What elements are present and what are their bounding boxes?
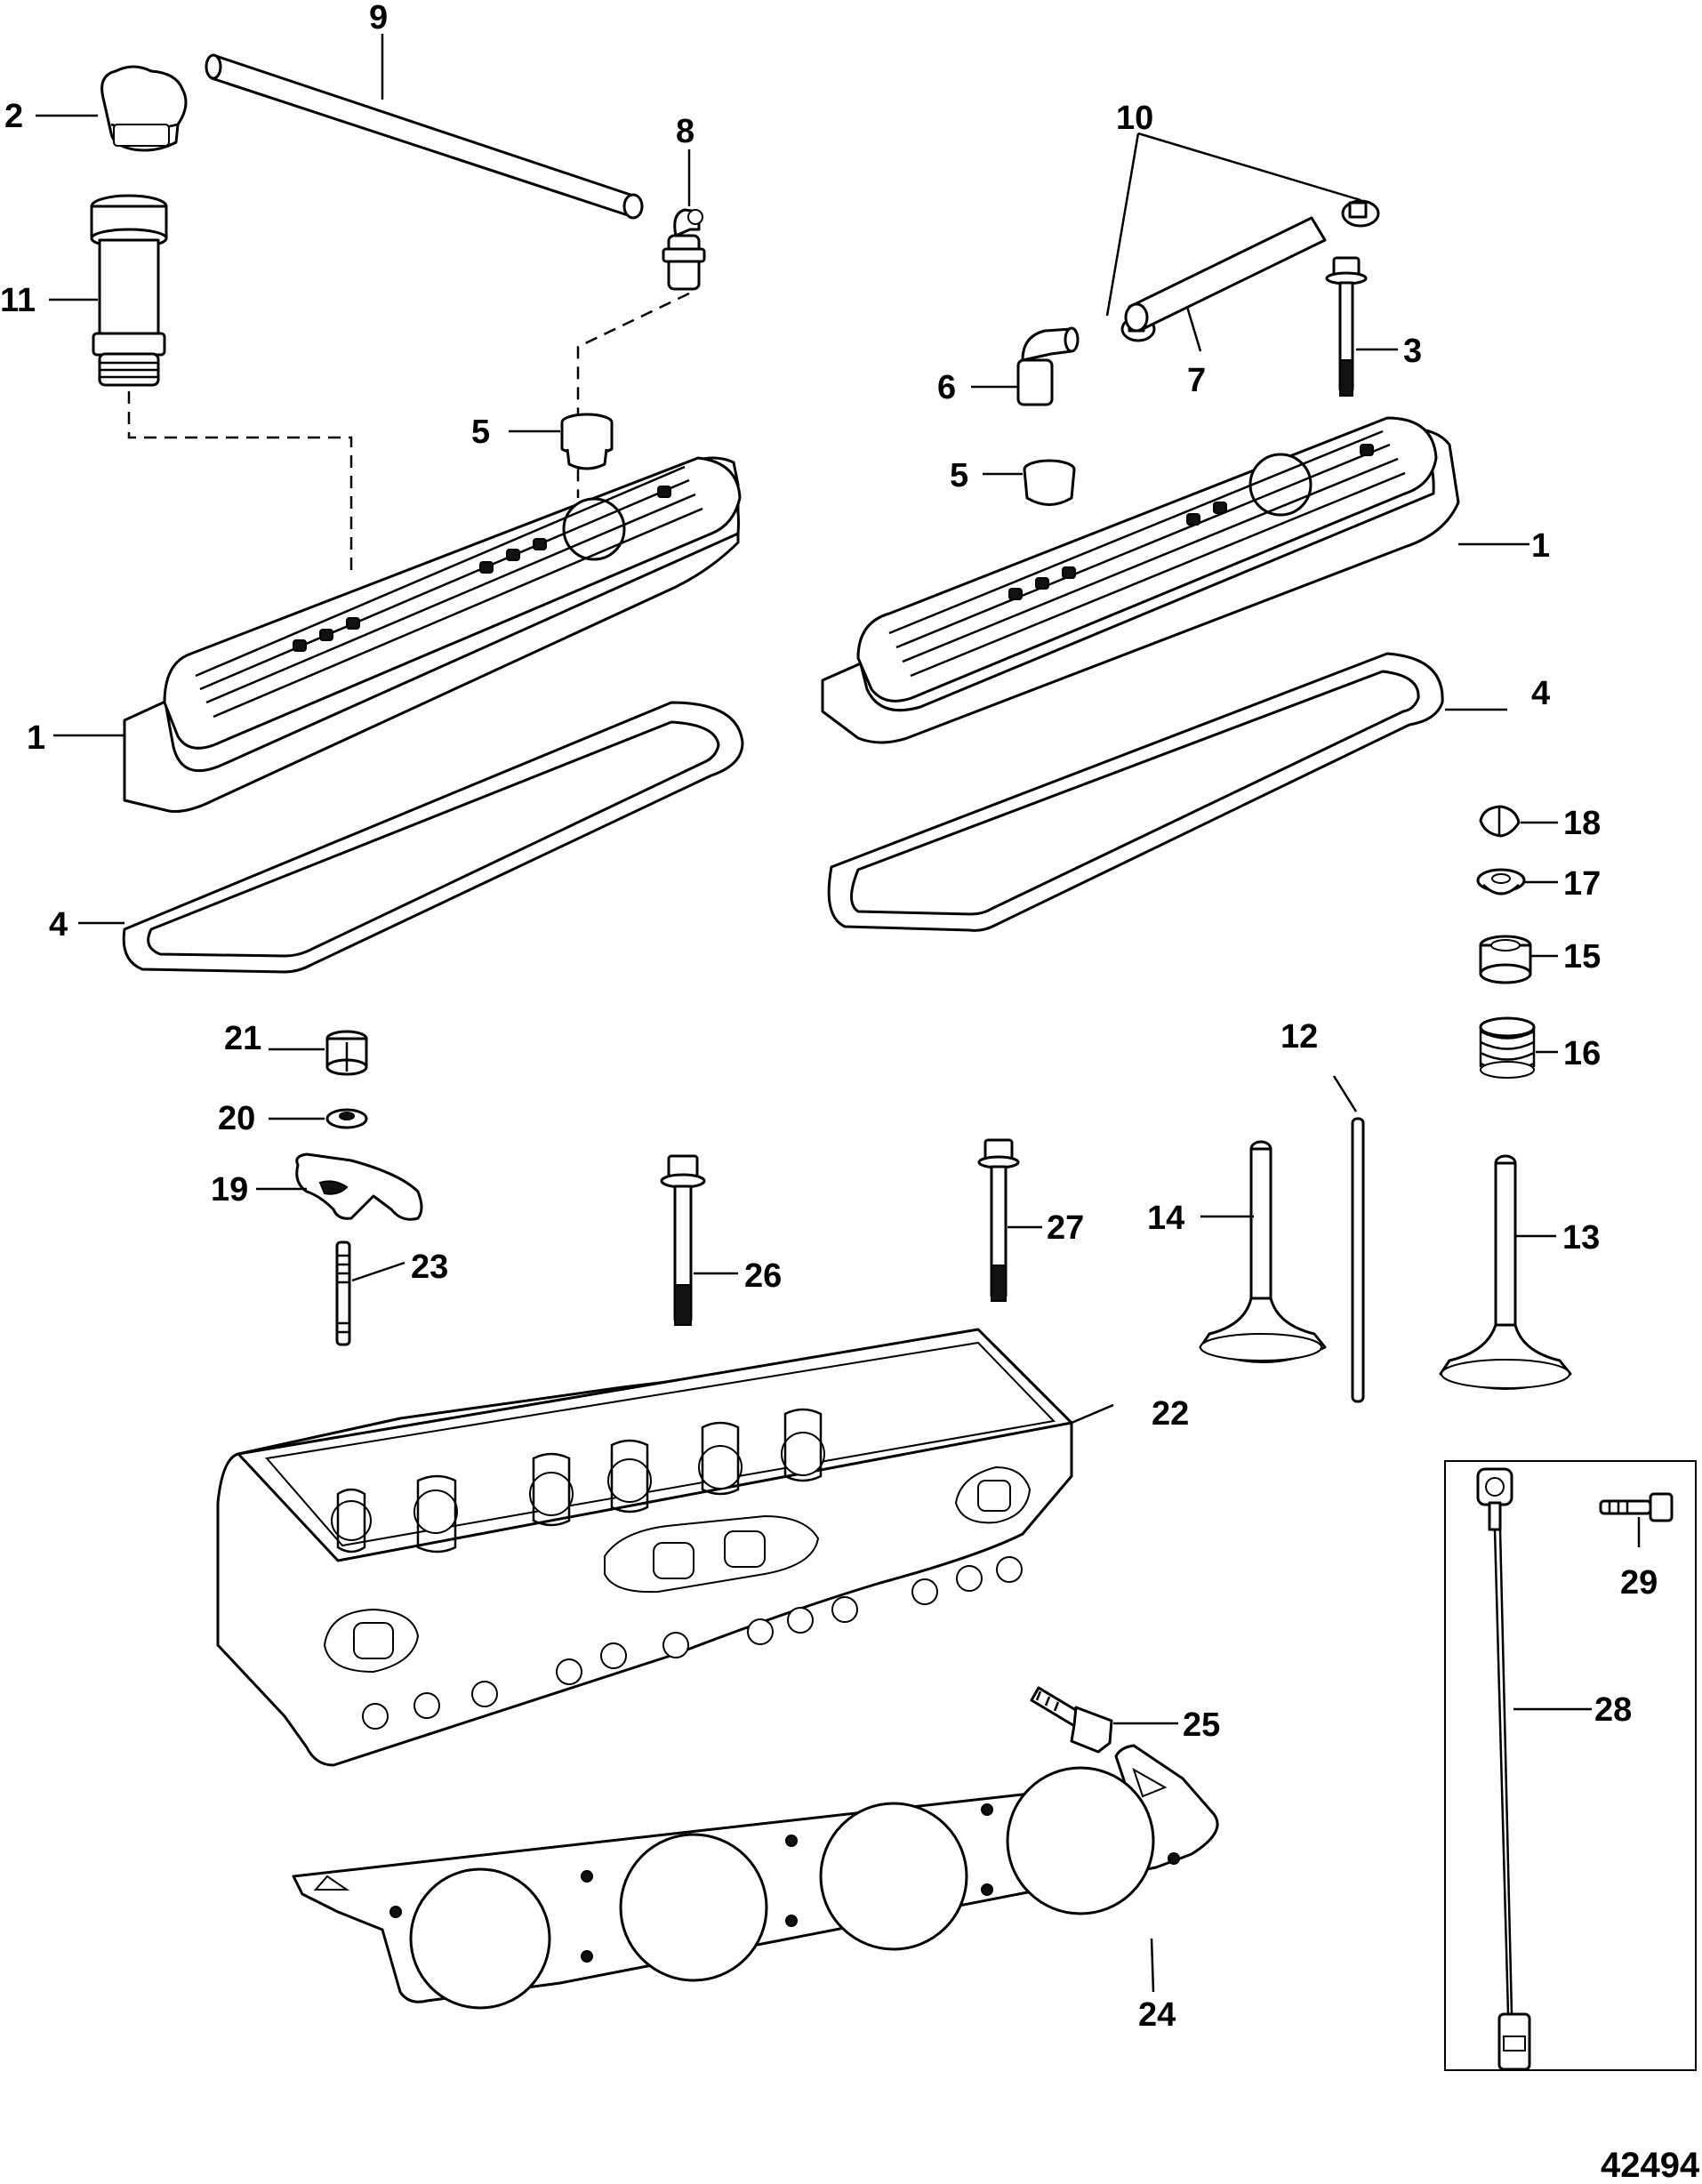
part-ball-20 (325, 1108, 368, 1129)
callout-5a: 5 (471, 414, 490, 451)
callout-21: 21 (224, 1020, 261, 1057)
part-filler-tube-11 (90, 194, 168, 387)
part-hose-7 (1124, 216, 1327, 333)
part-filler-cap-2 (100, 65, 188, 152)
callout-3: 3 (1403, 333, 1422, 370)
part-rocker-arm-19 (295, 1152, 423, 1221)
part-pcv-elbow-8 (662, 208, 706, 291)
callout-12: 12 (1281, 1018, 1318, 1056)
callout-7: 7 (1187, 362, 1206, 399)
callout-18: 18 (1563, 805, 1601, 842)
callout-29: 29 (1620, 1564, 1658, 1602)
callout-9: 9 (369, 0, 388, 36)
part-shield-15 (1479, 935, 1532, 984)
part-stud-23 (335, 1241, 351, 1346)
callout-10: 10 (1116, 100, 1153, 137)
part-hose-9 (205, 53, 644, 220)
part-nut-21 (325, 1030, 368, 1076)
part-grommet-5-right (1023, 459, 1076, 506)
callout-24: 24 (1138, 1996, 1176, 2034)
callout-23: 23 (411, 1249, 448, 1286)
part-head-bolt-26 (660, 1154, 706, 1326)
part-keeper-18 (1479, 805, 1521, 838)
callout-17: 17 (1563, 865, 1601, 903)
callout-26: 26 (744, 1257, 782, 1295)
part-valve-cover-1-right (821, 416, 1460, 744)
callout-6: 6 (937, 369, 956, 406)
callout-8: 8 (676, 113, 694, 150)
callout-14: 14 (1147, 1200, 1184, 1237)
callout-20: 20 (218, 1100, 255, 1137)
part-bolt-3 (1325, 256, 1368, 397)
callout-13: 13 (1562, 1219, 1600, 1257)
part-gasket-4-right (827, 652, 1444, 932)
part-spring-16 (1479, 1016, 1536, 1079)
callout-22: 22 (1152, 1395, 1189, 1433)
callout-2: 2 (4, 98, 23, 135)
callout-1b: 1 (1531, 527, 1550, 565)
callout-11: 11 (0, 282, 36, 319)
part-valve-14 (1199, 1140, 1327, 1363)
part-retainer-17 (1476, 868, 1526, 895)
part-bolt-25 (1030, 1686, 1113, 1754)
part-bolt-29 (1599, 1492, 1674, 1522)
part-pushrod-12 (1351, 1117, 1365, 1403)
callout-27: 27 (1047, 1209, 1084, 1247)
part-head-bolt-27 (977, 1138, 1020, 1302)
callout-16: 16 (1563, 1035, 1601, 1072)
callout-28: 28 (1594, 1691, 1632, 1729)
inset-box (1444, 1460, 1697, 2071)
callout-19: 19 (211, 1171, 248, 1208)
figure-id: 42494 (1601, 2146, 1700, 2184)
callout-4a: 4 (49, 906, 68, 943)
callout-5b: 5 (950, 457, 968, 494)
callout-25: 25 (1183, 1706, 1220, 1744)
callout-1a: 1 (27, 719, 45, 757)
part-valve-cover-1-left (123, 456, 742, 813)
part-valve-13 (1439, 1154, 1572, 1390)
part-cylinder-head-22 (216, 1328, 1073, 1767)
part-grommet-5-left (560, 413, 614, 470)
part-knock-sensor-28 (1476, 1467, 1531, 2071)
callout-4b: 4 (1531, 675, 1550, 712)
part-head-gasket-24 (292, 1744, 1219, 2010)
callout-15: 15 (1563, 938, 1601, 976)
part-elbow-6 (1016, 326, 1080, 406)
part-gasket-4-left (122, 701, 744, 974)
